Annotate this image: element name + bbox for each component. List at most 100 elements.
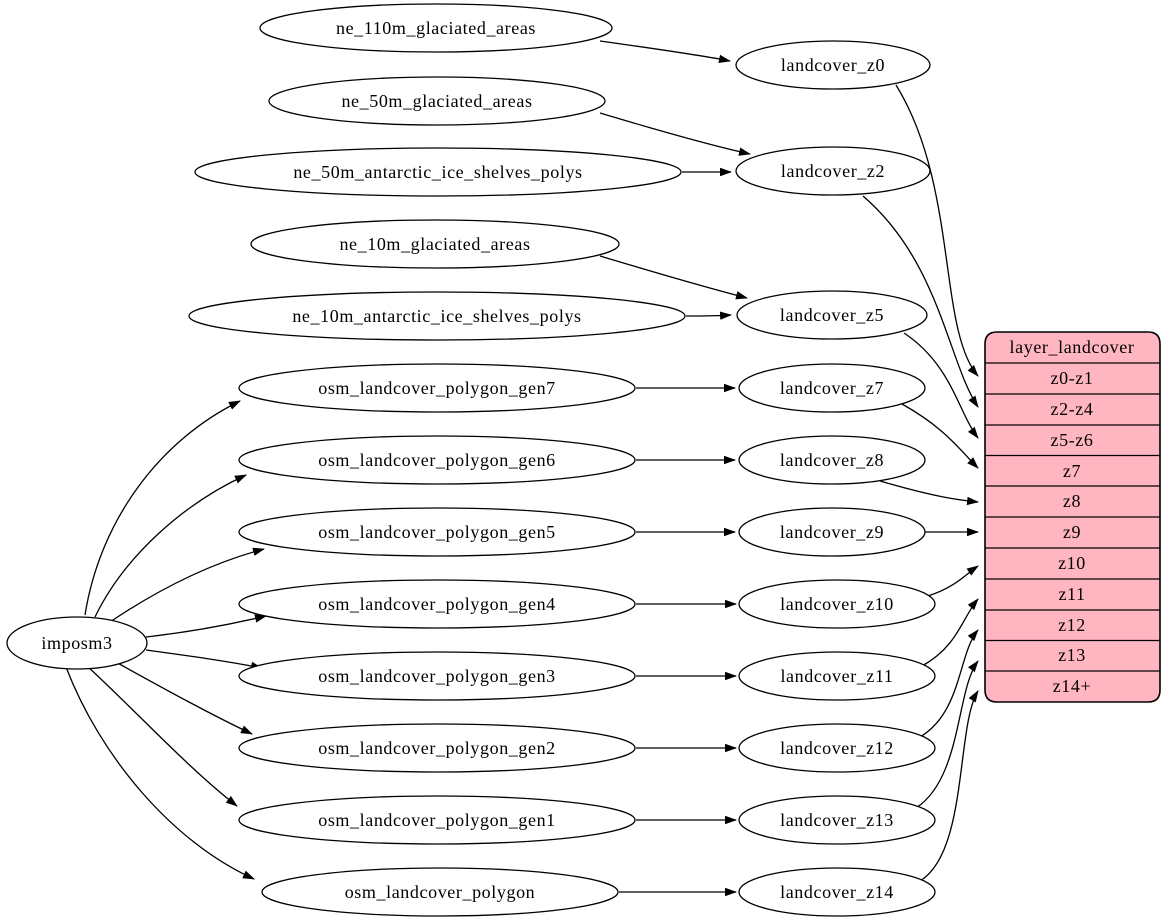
- node-ellipse: [238, 507, 636, 557]
- node-landcover-z8: landcover_z8: [738, 435, 926, 485]
- node-imposm3: imposm3: [6, 616, 148, 670]
- edge-landcover-z0-to-row-z0-z1: [895, 84, 979, 377]
- edge-landcover-z8-to-row-z8: [879, 480, 979, 506]
- edge-landcover-z13-to-row-z13: [915, 660, 979, 809]
- node-landcover-z5: landcover_z5: [736, 290, 928, 340]
- table-title: layer_landcover: [1010, 337, 1135, 357]
- node-landcover-z0: landcover_z0: [735, 40, 931, 90]
- node-label: osm_landcover_polygon_gen1: [318, 810, 556, 830]
- node-label: osm_landcover_polygon_gen3: [318, 666, 556, 686]
- node-landcover-z7: landcover_z7: [738, 363, 926, 413]
- node-landcover-z12: landcover_z12: [738, 723, 936, 773]
- edge-landcover-z10-to-row-z10: [927, 565, 979, 597]
- table-row-z2-z4: z2-z4: [1051, 399, 1094, 419]
- node-label: landcover_z13: [780, 810, 894, 830]
- node-label: landcover_z2: [781, 161, 885, 181]
- node-label: landcover_z14: [780, 882, 894, 902]
- node-label: osm_landcover_polygon_gen6: [318, 450, 556, 470]
- node-ellipse: [738, 723, 936, 773]
- node-label: ne_50m_glaciated_areas: [341, 91, 532, 111]
- node-osm-landcover-polygon: osm_landcover_polygon: [261, 867, 619, 917]
- edge-imposm3-to-osm-landcover-polygon: [65, 666, 255, 880]
- table-row-z5-z6: z5-z6: [1051, 430, 1094, 450]
- node-ellipse: [250, 219, 620, 269]
- table-row-z13: z13: [1058, 645, 1086, 665]
- node-ellipse: [194, 147, 682, 197]
- edge-landcover-z12-to-row-z12: [919, 629, 979, 738]
- node-ellipse: [735, 40, 931, 90]
- node-ellipse: [6, 616, 148, 670]
- edge-ne-110m-glaciated-areas-to-landcover-z0: [599, 40, 731, 63]
- node-ellipse: [238, 363, 636, 413]
- edge-landcover-z14-to-row-z14: [919, 690, 979, 882]
- table-row-z11: z11: [1058, 584, 1085, 604]
- node-ellipse: [238, 723, 636, 773]
- node-ellipse: [261, 867, 619, 917]
- node-ellipse: [738, 867, 936, 917]
- node-landcover-z13: landcover_z13: [738, 795, 936, 845]
- node-label: landcover_z10: [780, 594, 894, 614]
- node-label: landcover_z7: [780, 378, 884, 398]
- table-row-z0-z1: z0-z1: [1051, 368, 1094, 388]
- edge-imposm3-to-osm-landcover-polygon-gen2: [113, 660, 253, 735]
- table-row-z14: z14+: [1053, 676, 1092, 696]
- edge-ne-10m-antarctic-ice-shelves-polys-to-landcover-z5: [685, 311, 732, 320]
- node-label: ne_10m_glaciated_areas: [339, 234, 530, 254]
- node-landcover-z9: landcover_z9: [738, 507, 926, 557]
- layer-landcover-table: layer_landcover z0-z1 z2-z4 z5-z6 z7 z8 …: [984, 331, 1161, 703]
- edge-ne-10m-glaciated-areas-to-landcover-z5: [599, 255, 748, 300]
- node-label: osm_landcover_polygon_gen2: [318, 738, 556, 758]
- edge-landcover-z11-to-row-z11: [921, 598, 979, 667]
- node-ne-110m-glaciated-areas: ne_110m_glaciated_areas: [259, 3, 613, 53]
- node-label: osm_landcover_polygon: [345, 882, 536, 902]
- node-osm-landcover-polygon-gen1: osm_landcover_polygon_gen1: [238, 795, 636, 845]
- node-ellipse: [738, 579, 936, 629]
- node-osm-landcover-polygon-gen3: osm_landcover_polygon_gen3: [238, 651, 636, 701]
- node-ellipse: [735, 146, 931, 196]
- node-ellipse: [238, 795, 636, 845]
- node-label: ne_10m_antarctic_ice_shelves_polys: [292, 306, 581, 326]
- node-osm-landcover-polygon-gen4: osm_landcover_polygon_gen4: [238, 579, 636, 629]
- table-row-z12: z12: [1058, 615, 1086, 635]
- edge-landcover-z7-to-row-z7: [901, 403, 979, 469]
- node-label: landcover_z5: [780, 305, 884, 325]
- node-ellipse: [238, 435, 636, 485]
- node-label: landcover_z9: [780, 522, 884, 542]
- edge-landcover-z2-to-row-z2-z4: [862, 195, 979, 408]
- edge-ne-50m-glaciated-areas-to-landcover-z2: [599, 112, 751, 156]
- node-ellipse: [268, 76, 606, 126]
- node-ellipse: [738, 795, 936, 845]
- node-label: ne_50m_antarctic_ice_shelves_polys: [293, 162, 582, 182]
- table-row-z7: z7: [1063, 461, 1081, 481]
- node-label: ne_110m_glaciated_areas: [336, 18, 536, 38]
- node-landcover-z11: landcover_z11: [738, 651, 936, 701]
- node-osm-landcover-polygon-gen5: osm_landcover_polygon_gen5: [238, 507, 636, 557]
- node-ellipse: [738, 363, 926, 413]
- node-label: landcover_z8: [780, 450, 884, 470]
- node-landcover-z10: landcover_z10: [738, 579, 936, 629]
- table-row-z8: z8: [1063, 491, 1081, 511]
- node-ellipse: [738, 435, 926, 485]
- table-row-z10: z10: [1058, 553, 1086, 573]
- node-label: landcover_z0: [781, 55, 885, 75]
- node-label: osm_landcover_polygon_gen7: [318, 378, 556, 398]
- node-ne-10m-antarctic-ice-shelves-polys: ne_10m_antarctic_ice_shelves_polys: [188, 291, 686, 341]
- node-label: imposm3: [41, 633, 112, 653]
- edge-imposm3-to-osm-landcover-polygon-gen3: [145, 649, 263, 671]
- node-ellipse: [188, 291, 686, 341]
- node-ellipse: [738, 651, 936, 701]
- edge-imposm3-to-osm-landcover-polygon-gen7: [84, 400, 241, 616]
- node-label: osm_landcover_polygon_gen4: [318, 594, 556, 614]
- node-landcover-z2: landcover_z2: [735, 146, 931, 196]
- edge-imposm3-to-osm-landcover-polygon-gen5: [109, 547, 265, 623]
- node-osm-landcover-polygon-gen2: osm_landcover_polygon_gen2: [238, 723, 636, 773]
- edge-landcover-z5-to-row-z5-z6: [903, 332, 979, 439]
- node-label: osm_landcover_polygon_gen5: [318, 522, 556, 542]
- edge-imposm3-to-osm-landcover-polygon-gen6: [94, 474, 247, 618]
- node-ellipse: [736, 290, 928, 340]
- node-ne-50m-glaciated-areas: ne_50m_glaciated_areas: [268, 76, 606, 126]
- node-ellipse: [238, 579, 636, 629]
- edges: [65, 40, 979, 897]
